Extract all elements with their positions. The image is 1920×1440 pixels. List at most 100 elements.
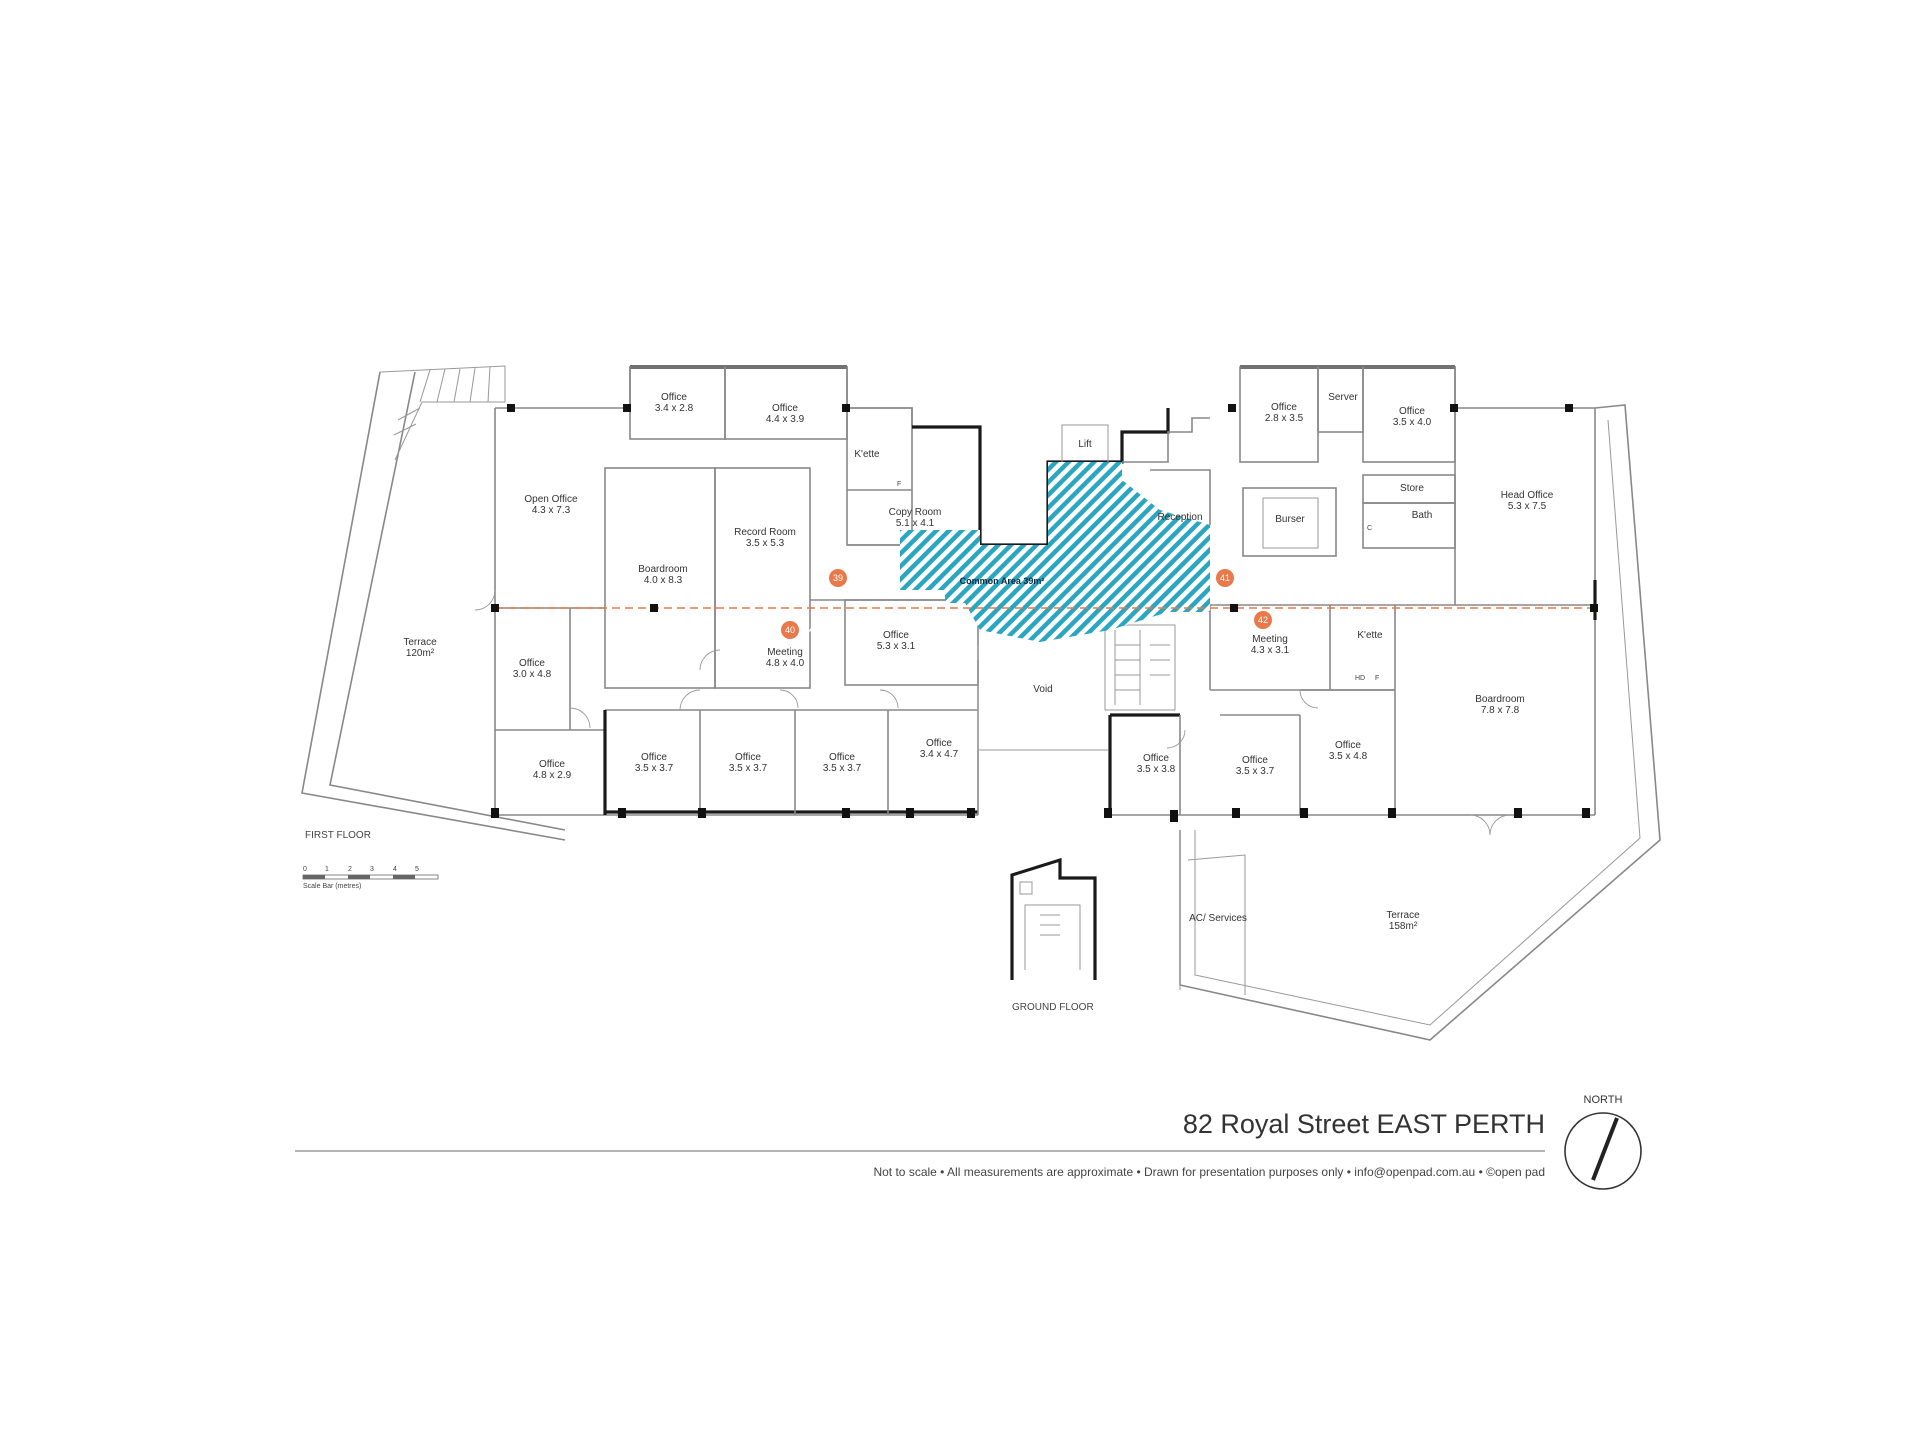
room-name-meeting-1: Meeting: [767, 647, 803, 658]
room-dims-office-3537a: 3.5 x 3.7: [635, 763, 674, 774]
lot-badge-42: 42 137m²: [1254, 611, 1303, 629]
room-name-lift: Lift: [1078, 439, 1092, 450]
scale-tick-5: 5: [415, 866, 419, 873]
door-swings: [474, 589, 1511, 836]
room-dims-office-3537d: 3.5 x 3.7: [1236, 766, 1275, 777]
room-name-reception: Reception: [1157, 512, 1202, 523]
room-dims-office-3447: 3.4 x 4.7: [920, 749, 959, 760]
common-area-hatch: [900, 462, 1210, 642]
north-label: NORTH: [1584, 1094, 1623, 1106]
room-name-office-3537a: Office: [641, 752, 667, 763]
room-name-copy-room: Copy Room: [889, 507, 942, 518]
room-name-office-3538: Office: [1143, 753, 1169, 764]
scale-tick-2: 2: [348, 866, 352, 873]
room-name-office-3537b: Office: [735, 752, 761, 763]
room-name-office-3048: Office: [519, 658, 545, 669]
lot-badge-42-area: 137m²: [1277, 615, 1303, 625]
room-name-office-3537d: Office: [1242, 755, 1268, 766]
room-name-office-3428: Office: [661, 392, 687, 403]
first-floor-label: FIRST FLOOR: [305, 830, 371, 841]
west-block-north-wall: [495, 366, 913, 427]
room-name-burser: Burser: [1275, 514, 1305, 525]
room-name-office-4439: Office: [772, 403, 798, 414]
room-name-office-2835: Office: [1271, 402, 1297, 413]
lot-badge-42-number: 42: [1258, 615, 1268, 625]
terrace-east-outline: [1179, 404, 1661, 1041]
room-name-record-room: Record Room: [734, 527, 796, 538]
room-name-head-office: Head Office: [1501, 490, 1554, 501]
room-dims-terrace-2: 158m²: [1389, 921, 1418, 932]
room-name-store: Store: [1400, 483, 1424, 494]
room-dims-copy-room: 5.1 x 4.1: [896, 518, 935, 529]
room-name-boardroom-2: Boardroom: [1475, 694, 1524, 705]
room-name-ac-services: AC/ Services: [1189, 913, 1247, 924]
burser-box: [1242, 487, 1337, 557]
room-dims-meeting-1: 4.8 x 4.0: [766, 658, 805, 669]
room-name-terrace-1: Terrace: [403, 637, 437, 648]
footer-note: Not to scale • All measurements are appr…: [873, 1165, 1545, 1179]
room-dims-meeting-2: 4.3 x 3.1: [1251, 645, 1290, 656]
ground-floor-stair: [1010, 857, 1097, 980]
lot-badge-41: 41 140m²: [1216, 569, 1265, 587]
common-area-label: Common Area 39m²: [960, 576, 1045, 586]
lot-badge-39-area: 142m²: [852, 573, 878, 583]
property-title: 82 Royal Street EAST PERTH: [1183, 1109, 1545, 1139]
north-arrow-circle: [1564, 1112, 1642, 1190]
room-dims-office-4439: 4.4 x 3.9: [766, 414, 805, 425]
room-name-kette-1: K'ette: [854, 449, 880, 460]
room-name-open-office: Open Office: [524, 494, 578, 505]
lot-badge-39-number: 39: [833, 573, 843, 583]
scale-bar: 0 1 2 3 4 5 Scale Bar (metres): [302, 866, 439, 890]
room-name-void: Void: [1033, 684, 1052, 695]
room-dims-office-3428: 3.4 x 2.8: [655, 403, 694, 414]
terrace-west-inner: [329, 371, 566, 831]
room-name-server: Server: [1328, 392, 1358, 403]
room-name-office-3447: Office: [926, 738, 952, 749]
scale-tick-3: 3: [370, 866, 374, 873]
room-dims-office-3540: 3.5 x 4.0: [1393, 417, 1432, 428]
lot-badge-40-number: 40: [785, 625, 795, 635]
structural-columns: [491, 404, 1598, 822]
fridge-label-2: F: [1375, 675, 1379, 682]
room-dims-office-2835: 2.8 x 3.5: [1265, 413, 1304, 424]
lot-badge-40: 40 142m²: [781, 621, 830, 639]
room-name-boardroom-1: Boardroom: [638, 564, 687, 575]
north-arrow: NORTH: [1564, 1094, 1642, 1190]
room-dims-office-3048: 3.0 x 4.8: [513, 669, 552, 680]
lot-badge-41-area: 140m²: [1239, 573, 1265, 583]
room-name-bath: Bath: [1412, 510, 1433, 521]
first-floor-walls: [301, 365, 1661, 1041]
room-name-meeting-2: Meeting: [1252, 634, 1288, 645]
room-dims-office-4829: 4.8 x 2.9: [533, 770, 572, 781]
room-dims-office-5331: 5.3 x 3.1: [877, 641, 916, 652]
room-dims-terrace-1: 120m²: [406, 648, 435, 659]
lot-badge-41-number: 41: [1220, 573, 1230, 583]
lot-badge-40-area: 142m²: [804, 625, 830, 635]
room-dims-open-office: 4.3 x 7.3: [532, 505, 571, 516]
room-dims-office-3537b: 3.5 x 3.7: [729, 763, 768, 774]
room-dims-office-3537c: 3.5 x 3.7: [823, 763, 862, 774]
room-dims-office-3548: 3.5 x 4.8: [1329, 751, 1368, 762]
terrace-west-outline: [301, 371, 566, 841]
room-name-kette-2: K'ette: [1357, 630, 1383, 641]
room-name-office-3540: Office: [1399, 406, 1425, 417]
room-dims-boardroom-2: 7.8 x 7.8: [1481, 705, 1520, 716]
room-dims-boardroom-1: 4.0 x 8.3: [644, 575, 683, 586]
cupboard-label: C: [1367, 525, 1372, 532]
north-arrow-needle: [1591, 1117, 1619, 1181]
lot-badge-39: 39 142m²: [829, 569, 878, 587]
terrace-stair: [379, 365, 506, 461]
room-name-office-4829: Office: [539, 759, 565, 770]
room-name-terrace-2: Terrace: [1386, 910, 1420, 921]
room-dims-office-3538: 3.5 x 3.8: [1137, 764, 1176, 775]
room-name-office-5331: Office: [883, 630, 909, 641]
room-name-office-3548: Office: [1335, 740, 1361, 751]
scale-tick-0: 0: [303, 866, 307, 873]
central-stair: [1104, 624, 1176, 711]
hot-water-label: HD: [1355, 675, 1365, 682]
room-dims-head-office: 5.3 x 7.5: [1508, 501, 1547, 512]
fridge-label-1: F: [897, 481, 901, 488]
scale-tick-1: 1: [325, 866, 329, 873]
